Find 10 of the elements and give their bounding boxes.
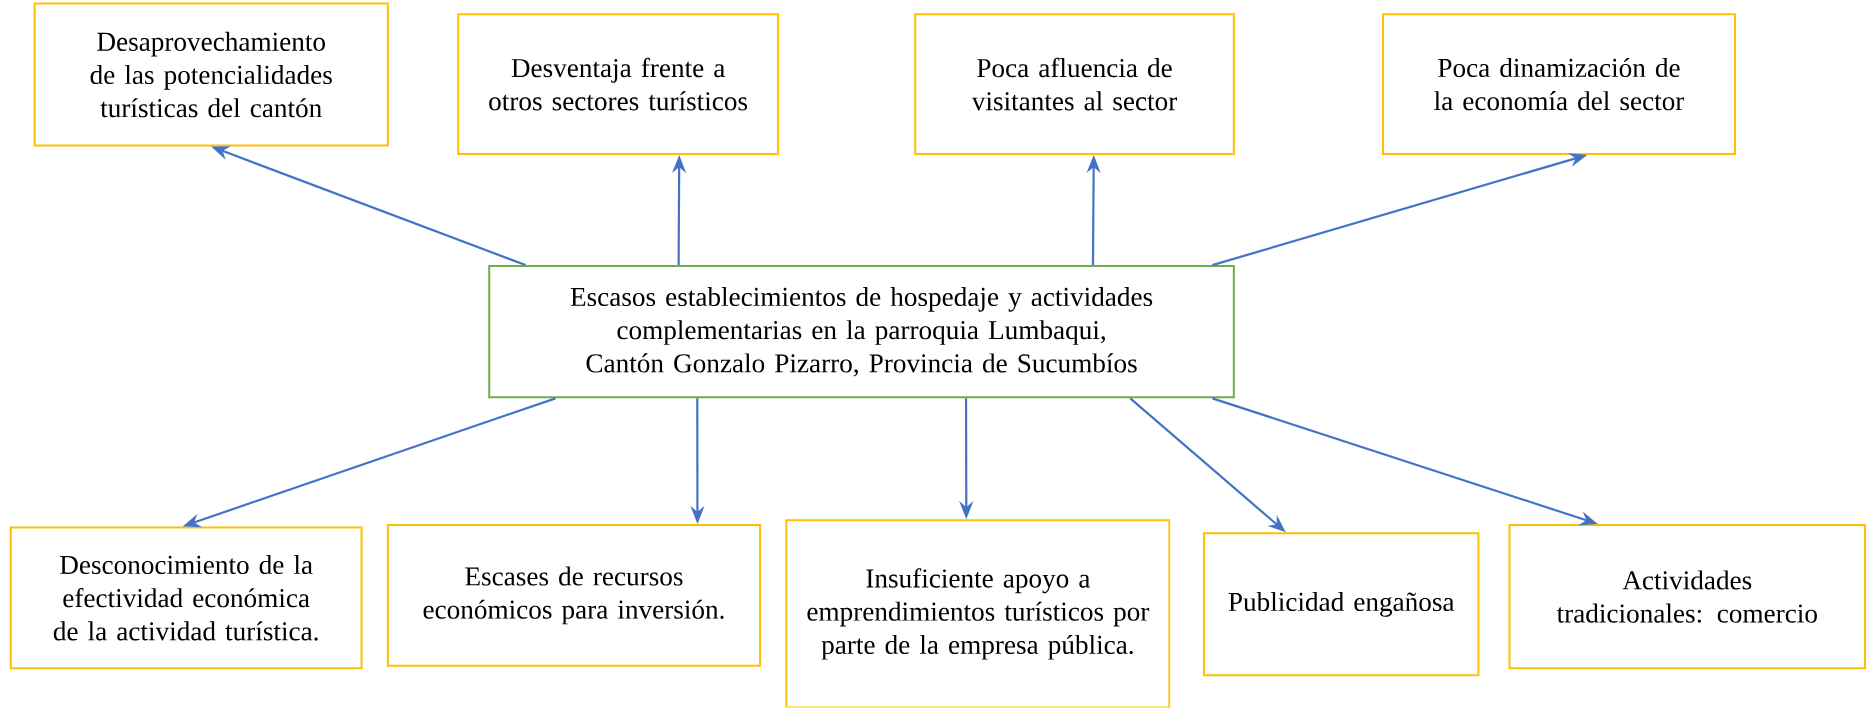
effect-box: Poca dinamización de la economía del sector bbox=[1381, 13, 1736, 156]
cause-box: Actividades tradicionales: comercio bbox=[1508, 524, 1867, 670]
cause-box: Desconocimiento de la efectividad económica de la actividad turística. bbox=[9, 526, 363, 670]
cause-box: Insuficiente apoyo a emprendimientos turísticos por parte de la empresa pública. bbox=[785, 519, 1171, 708]
effect-box: Poca afluencia de visitantes al sector bbox=[914, 13, 1235, 156]
effect-box: Desventaja frente a otros sectores turísticos bbox=[457, 13, 779, 156]
effect-box: Desaprovechamiento de las potencialidades turísticas del cantón bbox=[33, 2, 389, 147]
cause-box: Publicidad engañosa bbox=[1203, 532, 1480, 677]
cause-box: Escases de recursos económicos para inversión. bbox=[386, 524, 762, 667]
problem-box: Escasos establecimientos de hospedaje y actividades complementarias en la parroquia Lumbaqui, Cantón Gonzalo Pizarro, Provincia de Sucumbíos bbox=[488, 265, 1235, 399]
